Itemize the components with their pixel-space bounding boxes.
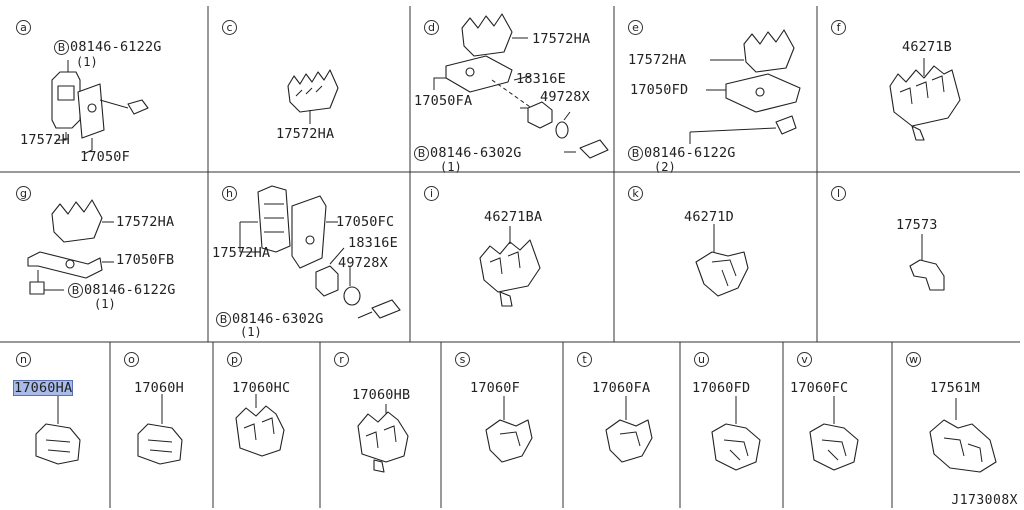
part-k-drawing — [695, 224, 749, 297]
label-w-0: 17561M — [930, 380, 980, 396]
label-g-3: (1) — [94, 297, 116, 311]
label-o-0: 17060H — [134, 380, 184, 396]
bolt-marker-g: B — [68, 283, 83, 298]
part-u-drawing — [711, 396, 761, 471]
label-h-3: 49728X — [338, 255, 388, 271]
tag-t: t — [577, 352, 592, 367]
grid-lines — [0, 6, 1020, 508]
tag-c: c — [222, 20, 237, 35]
part-p-drawing — [235, 394, 285, 457]
label-g-0: 17572HA — [116, 214, 175, 230]
label-d-4: 08146-6302G — [430, 145, 522, 161]
part-s-drawing — [485, 396, 533, 463]
label-t-0: 17060FA — [592, 380, 651, 396]
tag-k: k — [628, 186, 643, 201]
tag-o: o — [124, 352, 139, 367]
tag-u: u — [694, 352, 709, 367]
label-a-0: 08146-6122G — [70, 39, 162, 55]
tag-v: v — [797, 352, 812, 367]
part-w-drawing — [929, 398, 997, 473]
label-d-5: (1) — [440, 160, 462, 174]
tag-p: p — [227, 352, 242, 367]
label-u-0: 17060FD — [692, 380, 751, 396]
tag-l: l — [831, 186, 846, 201]
label-k-0: 46271D — [684, 209, 734, 225]
label-e-2: 08146-6122G — [644, 145, 736, 161]
label-h-0: 17050FC — [336, 214, 395, 230]
label-l-0: 17573 — [896, 217, 938, 233]
tag-i: i — [424, 186, 439, 201]
part-h-drawing — [239, 185, 401, 319]
tag-f: f — [831, 20, 846, 35]
label-a-1: (1) — [76, 55, 98, 69]
label-d-0: 17572HA — [532, 31, 591, 47]
label-p-0: 17060HC — [232, 380, 291, 396]
part-d-drawing — [433, 13, 609, 159]
part-r-drawing — [357, 404, 409, 473]
label-f-0: 46271B — [902, 39, 952, 55]
bolt-marker-h: B — [216, 312, 231, 327]
label-h-1: 18316E — [348, 235, 398, 251]
part-v-drawing — [809, 396, 859, 471]
label-e-0: 17572HA — [628, 52, 687, 68]
part-o-drawing — [137, 394, 183, 465]
tag-d: d — [424, 20, 439, 35]
bolt-marker-d: B — [414, 146, 429, 161]
tag-a: a — [16, 20, 31, 35]
tag-n: n — [16, 352, 31, 367]
label-a-2: 17572H — [20, 132, 70, 148]
part-n-drawing — [35, 394, 81, 465]
tag-g: g — [16, 186, 31, 201]
part-f-drawing — [889, 58, 961, 141]
label-d-3: 49728X — [540, 89, 590, 105]
part-l-drawing — [909, 234, 945, 291]
part-g-drawing — [27, 199, 114, 295]
label-r-0: 17060HB — [352, 387, 411, 403]
label-d-2: 17050FA — [414, 93, 473, 109]
part-c-drawing — [287, 69, 339, 124]
label-a-3: 17050F — [80, 149, 130, 165]
part-e-drawing — [689, 29, 801, 144]
label-c-0: 17572HA — [276, 126, 335, 142]
label-g-2: 08146-6122G — [84, 282, 176, 298]
label-g-1: 17050FB — [116, 252, 175, 268]
label-v-0: 17060FC — [790, 380, 849, 396]
tag-e: e — [628, 20, 643, 35]
label-i-0: 46271BA — [484, 209, 543, 225]
label-n-0: 17060HA — [12, 380, 74, 396]
tag-w: w — [906, 352, 921, 367]
label-s-0: 17060F — [470, 380, 520, 396]
label-d-1: 18316E — [516, 71, 566, 87]
diagram-reference-code: J173008X — [951, 493, 1018, 508]
label-h-2: 17572HA — [212, 245, 271, 261]
label-h-4: 08146-6302G — [232, 311, 324, 327]
tag-r: r — [334, 352, 349, 367]
tag-h: h — [222, 186, 237, 201]
part-a-drawing — [51, 60, 149, 155]
tag-s: s — [455, 352, 470, 367]
label-e-3: (2) — [654, 160, 676, 174]
part-i-drawing — [479, 226, 541, 307]
bolt-marker-e: B — [628, 146, 643, 161]
label-e-1: 17050FD — [630, 82, 689, 98]
part-t-drawing — [605, 396, 653, 463]
bolt-marker-a: B — [54, 40, 69, 55]
label-h-5: (1) — [240, 325, 262, 339]
